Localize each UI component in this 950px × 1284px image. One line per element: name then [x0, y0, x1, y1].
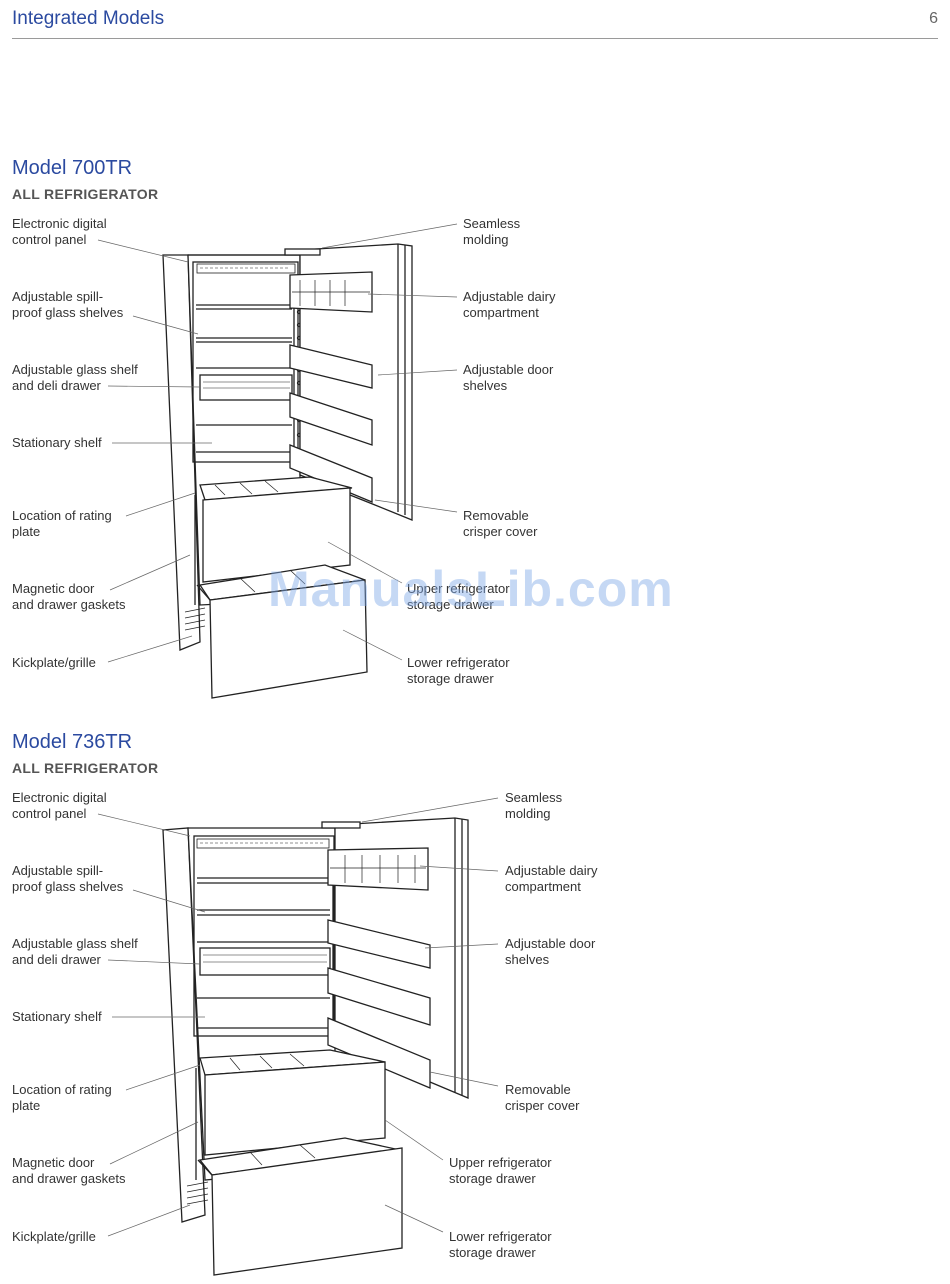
model-subtitle-700tr: ALL REFRIGERATOR: [12, 186, 159, 202]
label-kickplate: Kickplate/grille: [12, 655, 96, 670]
label-stationary-shelf-2: Stationary shelf: [12, 1009, 102, 1024]
model-title-700tr: Model 700TR: [12, 157, 133, 179]
refrigerator-736tr-illustration: [97, 797, 499, 1276]
header-divider: [12, 38, 938, 39]
refrigerator-700tr-illustration: [97, 223, 458, 699]
page-number: 6: [929, 10, 938, 27]
section-title: Integrated Models: [12, 8, 165, 29]
label-glass-shelves-2: Adjustable spill-proof glass shelves: [12, 863, 124, 894]
model-subtitle-736tr: ALL REFRIGERATOR: [12, 760, 159, 776]
model-title-736tr: Model 736TR: [12, 731, 133, 753]
label-kickplate-2: Kickplate/grille: [12, 1229, 96, 1244]
label-stationary-shelf: Stationary shelf: [12, 435, 102, 450]
label-glass-shelves: Adjustable spill-proof glass shelves: [12, 289, 124, 320]
watermark: ManualsLib.com: [268, 561, 674, 617]
